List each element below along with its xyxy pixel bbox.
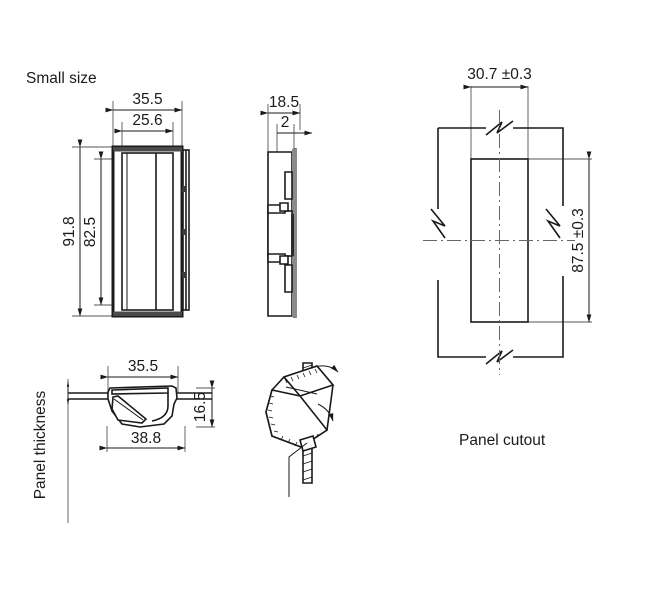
side-notch-lower: [284, 264, 293, 293]
panel-thickness-label: Panel thickness: [32, 390, 49, 499]
cutout-panel-outline: [437, 127, 564, 358]
front-tab-middle: [182, 229, 186, 235]
iso-arrow-top: [311, 364, 339, 373]
cutout-break-left: [430, 208, 446, 239]
front-tab-upper: [182, 186, 186, 192]
panel-cutout-label: Panel cutout: [459, 432, 546, 449]
section-top-lip: [111, 387, 169, 395]
cutout-dim-text-width: 30.7 ±0.3: [467, 66, 532, 83]
front-dim-text-overall-width: 35.5: [132, 91, 162, 108]
iso-rim-beading: [267, 368, 319, 447]
section-dim-text-bottom-width: 38.8: [131, 430, 161, 447]
section-dim-text-height: 16.5: [192, 392, 209, 422]
front-dim-text-overall-height: 91.8: [61, 216, 78, 246]
small-size-label: Small size: [26, 70, 97, 87]
front-dim-text-inner-height: 82.5: [82, 217, 99, 247]
front-bottom-band: [113, 311, 182, 316]
side-center-recess: [267, 210, 293, 257]
iso-handle-top-face: [282, 365, 335, 397]
cutout-break-top: [485, 120, 514, 136]
side-latch-head-upper: [279, 202, 289, 212]
side-dim-text-flange: 2: [281, 114, 290, 131]
iso-recess-edge: [285, 386, 318, 395]
front-tab-lower: [182, 272, 186, 278]
iso-leader-line: [288, 442, 308, 497]
side-view: 18.5 2: [260, 94, 313, 318]
cutout-break-right: [545, 208, 561, 239]
isometric-view: [265, 362, 339, 497]
section-dim-text-top-width: 35.5: [128, 358, 158, 375]
panel-cutout-view: 30.7 ±0.3 87.5 ±0.3 Panel cutout: [423, 66, 592, 449]
front-top-band: [113, 147, 182, 152]
iso-handle-front-face: [265, 389, 329, 448]
front-view: 35.5 25.6 91.8 82.5: [61, 91, 190, 318]
section-hook-crease: [113, 398, 144, 421]
section-view: Panel thickness 35.5 16.5 38.8: [32, 358, 215, 523]
side-dim-text-depth: 18.5: [269, 94, 299, 111]
side-notch-upper: [284, 171, 293, 200]
cutout-dim-text-height: 87.5 ±0.3: [570, 208, 587, 273]
side-latch-head-lower: [279, 255, 289, 265]
section-right-curve: [151, 393, 169, 422]
front-dim-text-inner-width: 25.6: [132, 112, 162, 129]
side-center-dark-gap: [291, 214, 294, 256]
front-inner-recess: [121, 152, 174, 311]
iso-arrow-side: [317, 403, 334, 422]
